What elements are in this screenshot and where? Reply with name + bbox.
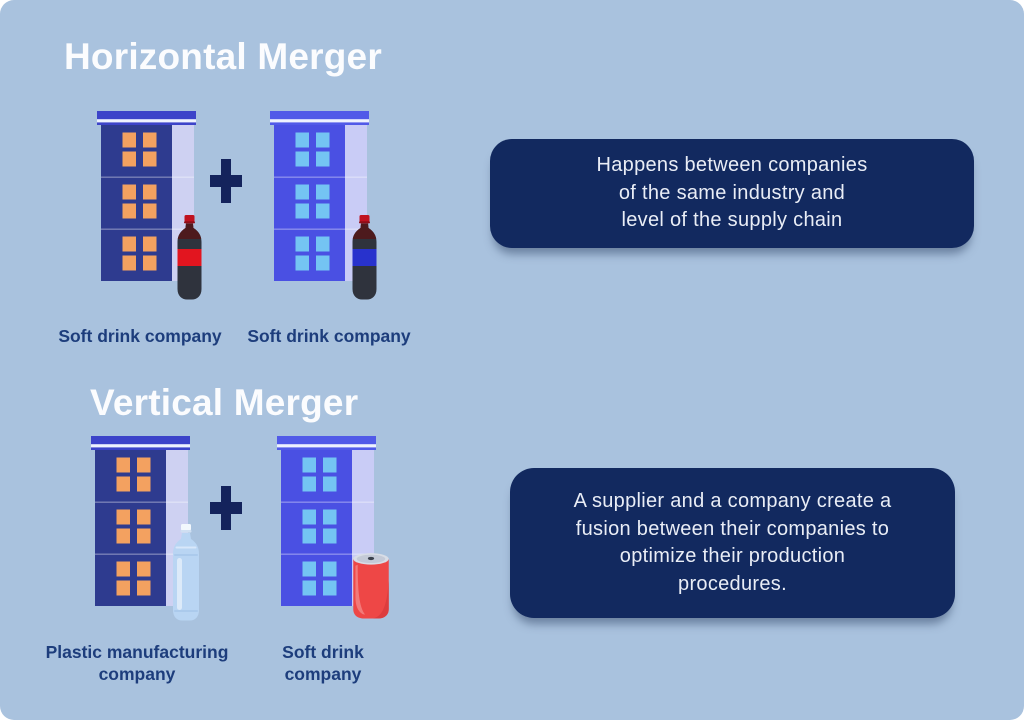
plus-icon [210, 159, 242, 203]
horizontal-merger-description-text: Happens between companies of the same in… [596, 154, 868, 232]
vertical-right-company-label: Soft drink company [282, 642, 364, 684]
horizontal-merger-title: Horizontal Merger [64, 36, 382, 77]
vertical-merger-title: Vertical Merger [90, 382, 359, 423]
cola-bottle-red-label-icon [176, 215, 203, 301]
vertical-left-company-label: Plastic manufacturing company [45, 642, 229, 684]
horizontal-merger-description-panel: Happens between companies of the same in… [490, 139, 974, 248]
vertical-merger-description-panel: A supplier and a company create a fusion… [510, 468, 955, 618]
horizontal-right-company-label: Soft drink company [247, 326, 411, 346]
red-soda-can-icon [349, 551, 393, 620]
plus-icon [210, 486, 242, 530]
horizontal-left-company-label: Soft drink company [58, 326, 222, 346]
cola-bottle-blue-label-icon [351, 215, 378, 301]
vertical-merger-description-text: A supplier and a company create a fusion… [573, 490, 892, 595]
plastic-water-bottle-icon [171, 524, 201, 623]
